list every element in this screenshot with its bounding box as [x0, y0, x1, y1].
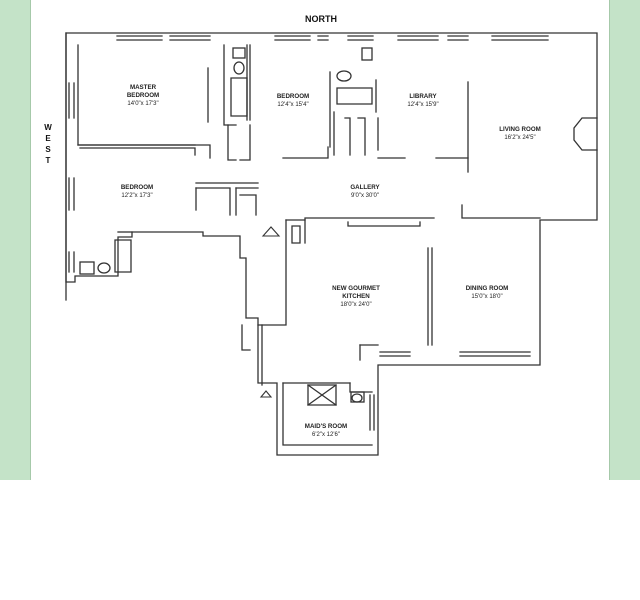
windows — [68, 35, 549, 431]
right-border-edge — [609, 0, 610, 480]
bedroom-west-label: BEDROOM — [121, 184, 153, 191]
library-dims: 12'4"x 15'9" — [407, 102, 438, 108]
living-room-dims: 16'2"x 24'5" — [504, 135, 535, 141]
fireplace-icon — [573, 117, 598, 151]
maids-room-label: MAID'S ROOM — [305, 423, 347, 430]
interior-walls — [77, 44, 541, 446]
kitchen-label: NEW GOURMET — [332, 285, 380, 292]
maids-room-dims: 6'2"x 12'6" — [312, 432, 340, 438]
bedroom-north-label: BEDROOM — [277, 93, 309, 100]
entry-arrow-icon — [261, 226, 281, 237]
bathroom-fixtures — [79, 47, 373, 403]
right-green-border — [610, 0, 640, 480]
service-entry-arrow-icon — [259, 390, 273, 398]
master-bedroom-label: MASTER — [130, 84, 157, 91]
left-green-border — [0, 0, 30, 480]
master-bedroom-label-2: BEDROOM — [127, 92, 159, 99]
left-border-edge — [30, 0, 31, 480]
kitchen-dims: 18'0"x 24'0" — [340, 302, 371, 308]
dining-room-label: DINING ROOM — [466, 285, 509, 292]
kitchen-label-2: KITCHEN — [342, 293, 370, 300]
gallery-label: GALLERY — [350, 184, 380, 191]
gallery-dims: 9'0"x 30'0" — [351, 193, 379, 199]
north-label: NORTH — [305, 14, 337, 24]
bedroom-north-dims: 12'4"x 15'4" — [277, 102, 308, 108]
dining-room-dims: 15'0"x 18'0" — [471, 294, 502, 300]
living-room-label: LIVING ROOM — [499, 126, 541, 133]
outer-walls — [65, 32, 598, 456]
bedroom-west-dims: 12'2"x 17'3" — [121, 193, 152, 199]
master-bedroom-dims: 14'0"x 17'3" — [127, 101, 158, 107]
library-label: LIBRARY — [409, 93, 437, 100]
